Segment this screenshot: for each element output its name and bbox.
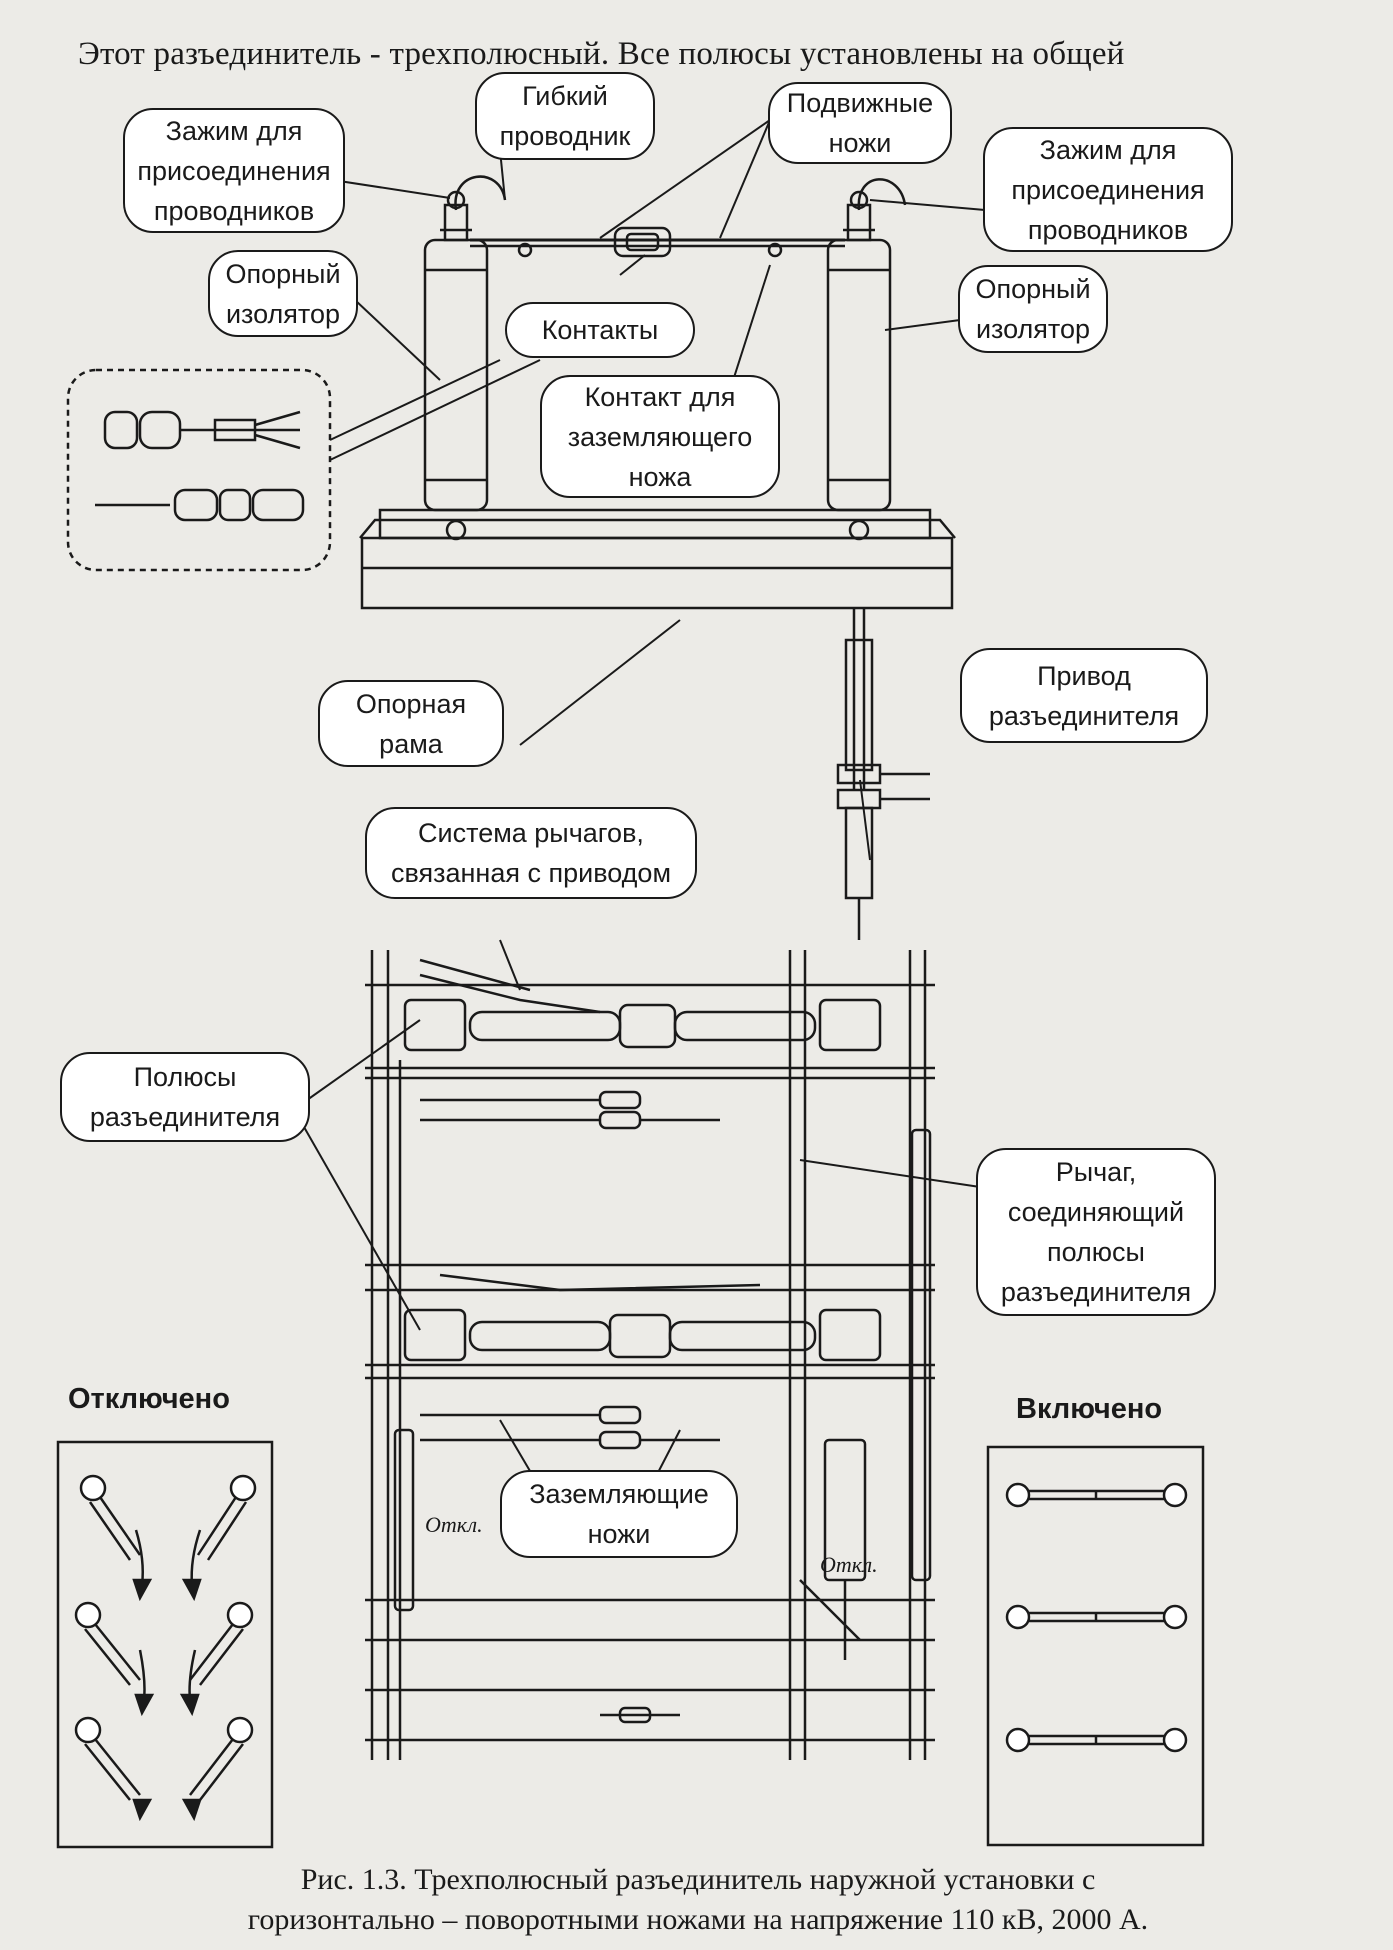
callout-insulator-left: Опорный изолятор <box>208 250 358 337</box>
callout-ground-contact: Контакт для заземляющего ножа <box>540 375 780 498</box>
earthing-blades <box>420 1090 720 1724</box>
contacts-detail <box>95 410 305 522</box>
state-label-off: Отключено <box>68 1383 230 1415</box>
off-state-diagram <box>56 1440 274 1849</box>
on-pole-2 <box>1005 1604 1188 1630</box>
right-insulator <box>826 203 892 512</box>
off-pole-2 <box>74 1601 254 1717</box>
callout-lever-system: Система рычагов, связанная с приводом <box>365 807 697 899</box>
callout-drive: Привод разъединителя <box>960 648 1208 743</box>
callout-movable-blades: Подвижные ножи <box>768 82 952 164</box>
caption-line-1: Рис. 1.3. Трехполюсный разъединитель нар… <box>300 1863 1096 1896</box>
leader-lines <box>299 119 1001 1489</box>
header-text: Этот разъединитель - трехполюсный. Все п… <box>78 36 1125 72</box>
left-insulator <box>423 203 489 512</box>
state-label-on: Включено <box>1016 1393 1163 1425</box>
callout-connecting-lever: Рычаг, соединяющий полюсы разъединителя <box>976 1148 1216 1316</box>
callout-contacts: Контакты <box>505 302 695 358</box>
drawing-mark-otkl-2: Откл. <box>820 1552 878 1577</box>
callout-grounding-blades: Заземляющие ножи <box>500 1470 738 1558</box>
callout-insulator-right: Опорный изолятор <box>958 265 1108 353</box>
figure-caption: Рис. 1.3. Трехполюсный разъединитель нар… <box>68 1860 1328 1940</box>
lower-pole <box>403 1273 882 1362</box>
on-pole-3 <box>1005 1727 1188 1753</box>
callout-flexible-conductor: Гибкий проводник <box>475 72 655 160</box>
callout-clamp-right: Зажим для присоединения проводников <box>983 127 1233 252</box>
off-pole-1 <box>79 1474 257 1602</box>
callout-clamp-left: Зажим для присоединения проводников <box>123 108 345 233</box>
on-pole-1 <box>1005 1482 1188 1508</box>
callout-poles: Полюсы разъединителя <box>60 1052 310 1142</box>
on-state-diagram <box>986 1445 1205 1847</box>
callout-support-frame: Опорная рама <box>318 680 504 767</box>
upper-pole <box>403 958 882 1052</box>
caption-line-2: горизонтально – поворотными ножами на на… <box>247 1903 1149 1936</box>
drawing-mark-otkl-1: Откл. <box>425 1512 483 1537</box>
off-pole-3 <box>74 1716 254 1822</box>
